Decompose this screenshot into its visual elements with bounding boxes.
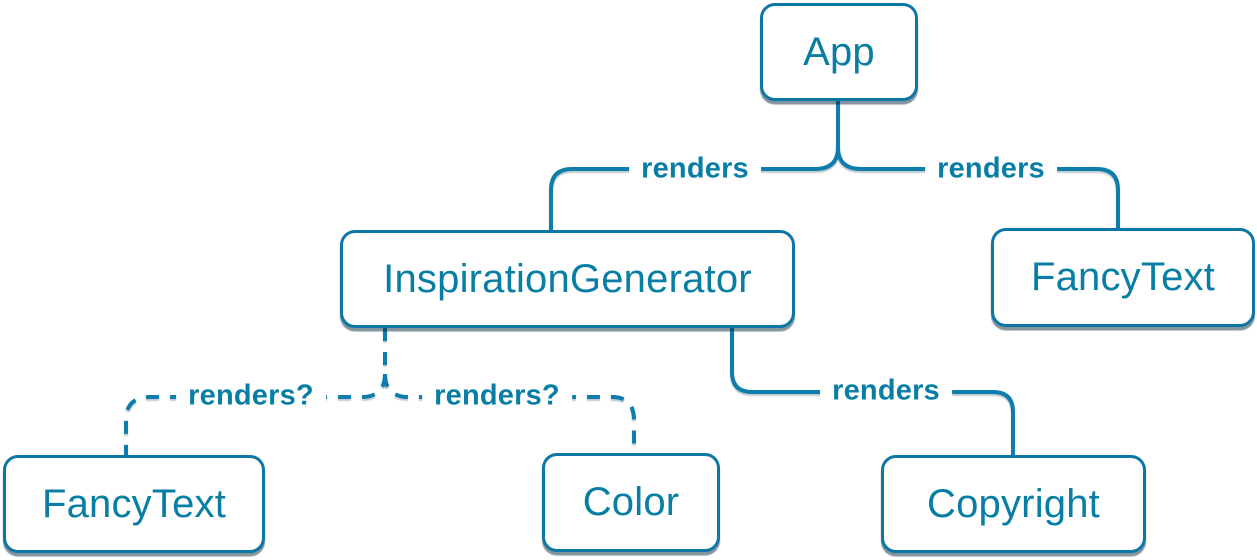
edge-label-inspiration-generator-to-fancy-text: renders?: [176, 377, 326, 415]
edge-inspiration-generator-to-fancy-text: [124, 373, 387, 455]
node-app-label: App: [803, 29, 875, 74]
edge-label-inspiration-generator-to-color: renders?: [422, 377, 572, 415]
edge-label-inspiration-generator-to-copyright: renders: [820, 372, 952, 410]
edge-app-to-inspiration-generator: [549, 146, 840, 230]
node-copyright-label: Copyright: [927, 481, 1100, 526]
node-fancy-text-bottom-label: FancyText: [41, 481, 227, 526]
node-fancy-text-bottom: FancyText: [3, 455, 265, 553]
edge-app-to-fancy-text: [836, 146, 1120, 228]
edge-label-app-to-fancy-text: renders: [925, 150, 1057, 188]
node-inspiration-generator: InspirationGenerator: [340, 230, 795, 328]
node-copyright: Copyright: [881, 455, 1146, 553]
edge-label-app-to-inspiration-generator: renders: [629, 150, 761, 188]
node-fancy-text-top-label: FancyText: [1030, 255, 1216, 299]
node-inspiration-generator-label: InspirationGenerator: [383, 256, 752, 301]
node-app: App: [760, 3, 918, 101]
node-color: Color: [542, 453, 720, 552]
node-fancy-text-top: FancyText: [991, 228, 1255, 327]
node-color-label: Color: [582, 480, 680, 524]
edge-inspiration-generator-to-color: [383, 373, 636, 453]
